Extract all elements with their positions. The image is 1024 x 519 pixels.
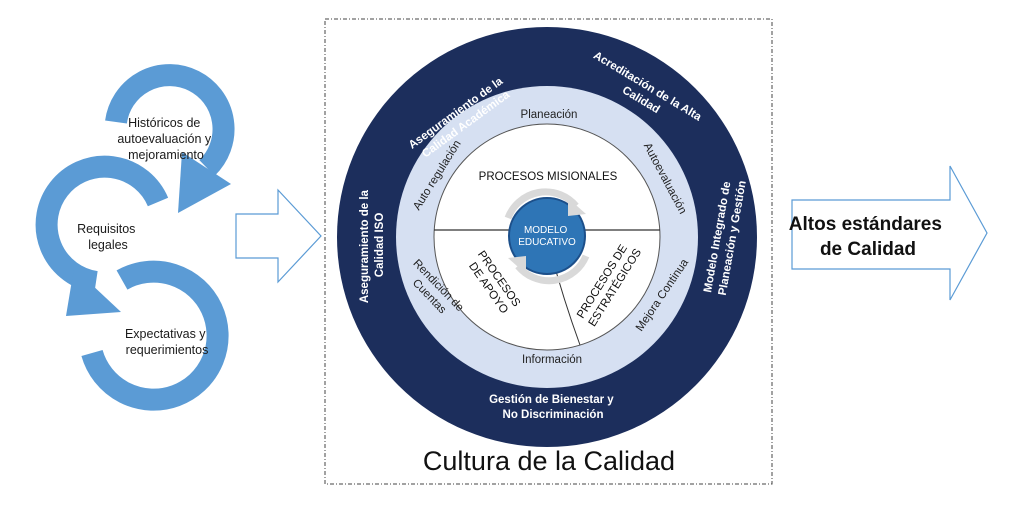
culture-label: Cultura de la Calidad <box>423 446 675 476</box>
input-cycle: Históricos de autoevaluación y mejoramie… <box>35 64 235 411</box>
mid-label-top: Planeación <box>521 109 578 121</box>
output-arrow <box>791 165 988 301</box>
cycle-step-1: Históricos de autoevaluación y mejoramie… <box>117 116 214 162</box>
model-label: MODELO EDUCATIVO <box>518 225 576 248</box>
input-arrow <box>235 188 322 284</box>
model-circle <box>508 197 586 275</box>
cycle-step-2: Requisitos legales <box>77 222 139 252</box>
cycle-arc-1 <box>105 64 235 176</box>
cycle-arrowhead-2 <box>66 268 121 316</box>
quality-wheel: Aseguramiento de la Calidad Académica Ac… <box>337 27 757 447</box>
cycle-arrowhead-1 <box>178 152 231 213</box>
cycle-arc-2 <box>35 155 169 293</box>
mid-label-bottom: Información <box>522 354 582 366</box>
model-arrowhead-top <box>568 198 586 216</box>
outer-label-left: Aseguramiento de la Calidad ISO <box>359 187 386 303</box>
outer-label-bottom: Gestión de Bienestar y No Discriminación <box>489 394 617 421</box>
cycle-arc-3 <box>81 260 229 411</box>
culture-frame <box>324 18 773 485</box>
result-label: Altos estándares de Calidad <box>789 214 947 260</box>
model-globe: MODELO EDUCATIVO <box>504 188 590 285</box>
inner-label-top: PROCESOS MISIONALES <box>479 171 618 183</box>
cycle-step-3: Expectativas y requerimientos <box>125 327 209 357</box>
model-arrowhead-bottom <box>508 256 526 274</box>
